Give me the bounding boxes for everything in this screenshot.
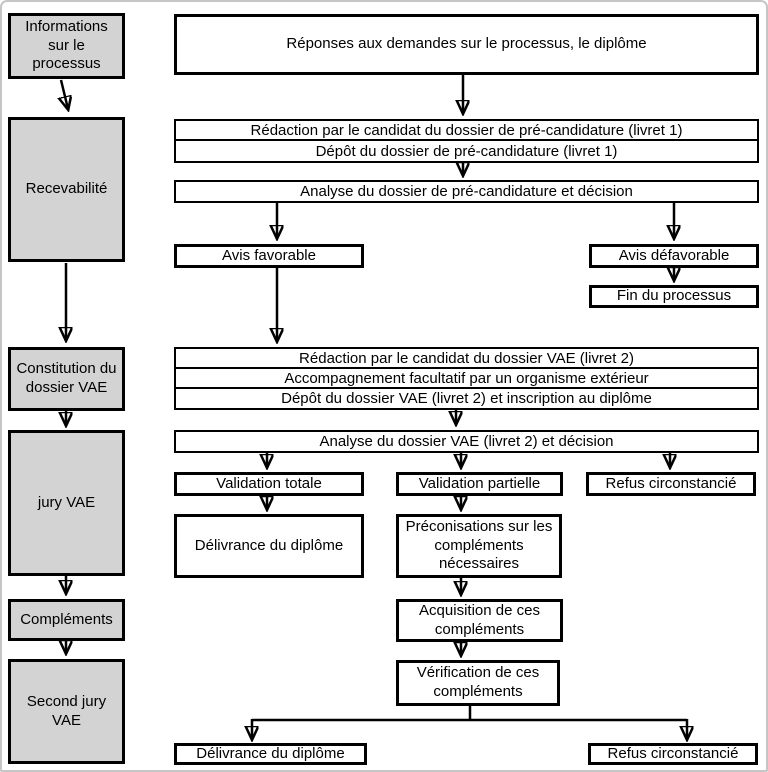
step-analyse-livret2: Analyse du dossier VAE (livret 2) et déc… [174,430,759,453]
arrow-informations-to-recevabilite [61,79,68,109]
stage-informations-processus: Informations sur le processus [8,13,125,79]
stage-constitution-dossier-vae: Constitution du dossier VAE [8,347,125,411]
step-fin-du-processus: Fin du processus [589,285,759,308]
step-accompagnement: Accompagnement facultatif par un organis… [174,367,759,389]
step-analyse-livret1: Analyse du dossier de pré-candidature et… [174,180,759,203]
step-preconisations: Préconisations sur les compléments néces… [396,514,562,578]
stage-second-jury-vae: Second jury VAE [8,659,125,764]
step-refus-circonstancie: Refus circonstancié [586,472,756,496]
step-delivrance-diplome-final: Délivrance du diplôme [174,743,367,765]
step-depot-livret1: Dépôt du dossier de pré-candidature (liv… [174,139,759,163]
step-reponses-demandes: Réponses aux demandes sur le processus, … [174,14,759,75]
step-validation-partielle: Validation partielle [396,472,563,496]
stage-complements: Compléments [8,599,125,641]
step-redaction-livret2: Rédaction par le candidat du dossier VAE… [174,347,759,369]
step-acquisition-complements: Acquisition de ces compléments [396,599,563,642]
stage-jury-vae: jury VAE [8,430,125,576]
step-redaction-livret1: Rédaction par le candidat du dossier de … [174,119,759,141]
step-avis-favorable: Avis favorable [174,244,364,268]
connector-verification-split [252,706,687,722]
step-avis-defavorable: Avis défavorable [589,244,759,268]
step-verification-complements: Vérification de ces compléments [396,660,560,706]
stage-recevabilite: Recevabilité [8,117,125,262]
step-refus-circonstancie-final: Refus circonstancié [588,743,758,765]
step-validation-totale: Validation totale [174,472,364,496]
step-delivrance-diplome: Délivrance du diplôme [174,514,364,578]
step-depot-livret2: Dépôt du dossier VAE (livret 2) et inscr… [174,387,759,410]
